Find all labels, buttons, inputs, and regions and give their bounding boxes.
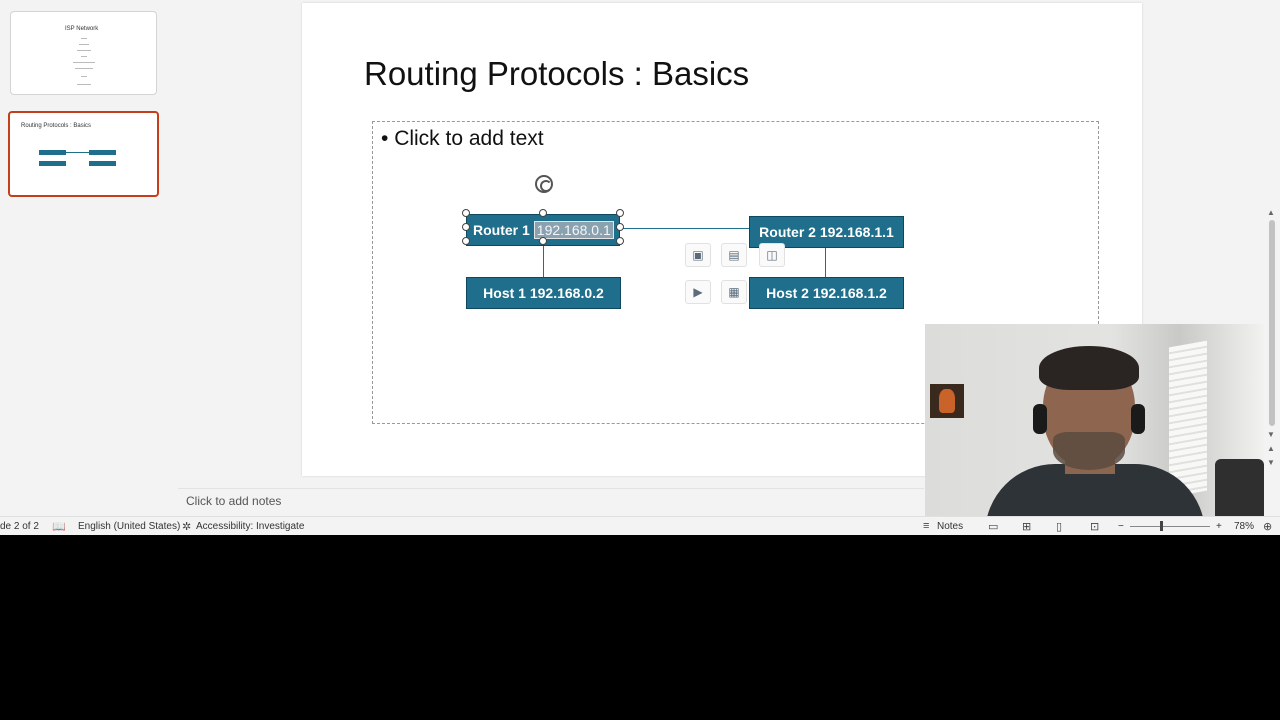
webcam-window-blinds (1169, 340, 1207, 498)
slide-canvas[interactable]: Routing Protocols : Basics • Click to ad… (302, 3, 1142, 476)
slide-title[interactable]: Routing Protocols : Basics (364, 55, 750, 92)
status-bar: de 2 of 2 📖 English (United States) ✲ Ac… (0, 516, 1280, 535)
picture-icon[interactable]: ▣ (685, 243, 711, 267)
powerpoint-window: ISP Network Routing Protocols : Basics R… (0, 0, 1280, 535)
thumbnail-connector (66, 152, 89, 153)
placeholder-text: Click to add text (394, 127, 544, 150)
scrollbar-thumb[interactable] (1269, 220, 1275, 426)
placeholder-bullet[interactable]: • Click to add text (381, 127, 544, 150)
router-2-shape[interactable]: Router 2 192.168.1.1 (749, 216, 904, 248)
thumbnail-shape (39, 161, 66, 166)
webcam-person-hair (1039, 346, 1139, 390)
host-1-shape[interactable]: Host 1 192.168.0.2 (466, 277, 621, 309)
thumbnail-text-line (79, 44, 89, 45)
router-1-label: Router 1 (473, 222, 530, 238)
resize-handle-bottom[interactable] (539, 237, 547, 245)
table-icon[interactable]: ▦ (721, 280, 747, 304)
host-2-shape[interactable]: Host 2 192.168.1.2 (749, 277, 904, 309)
thumbnail-shape (39, 150, 66, 155)
accessibility-status[interactable]: Accessibility: Investigate (196, 521, 305, 532)
zoom-slider-track[interactable] (1130, 526, 1210, 527)
thumbnail-title: Routing Protocols : Basics (21, 123, 92, 129)
thumbnail-text-line (75, 68, 93, 69)
spelling-book-icon[interactable]: 📖 (52, 521, 66, 533)
reading-view-icon[interactable]: ▯ (1056, 521, 1063, 533)
thumbnail-text-line (73, 62, 95, 63)
resize-handle-left[interactable] (462, 223, 470, 231)
rotate-handle-icon[interactable] (535, 175, 553, 193)
fit-to-window-icon[interactable]: ⊕ (1263, 521, 1273, 533)
resize-handle-top[interactable] (539, 209, 547, 217)
headset-left-icon (1033, 404, 1047, 434)
zoom-in-button[interactable]: + (1216, 521, 1222, 532)
slide-thumbnail-1[interactable]: ISP Network (10, 11, 157, 95)
content-placeholder[interactable]: • Click to add text (372, 121, 1099, 424)
slide-counter[interactable]: de 2 of 2 (0, 521, 39, 532)
thumbnail-text-line (77, 50, 91, 51)
webcam-chair (1215, 459, 1264, 516)
webcam-wall-art (930, 384, 964, 418)
connector-router2-host2[interactable] (825, 248, 826, 277)
thumbnail-shape (89, 161, 116, 166)
thumbnail-text-line (77, 84, 91, 85)
previous-slide-icon[interactable]: ▲ (1267, 444, 1275, 453)
normal-view-icon[interactable]: ▭ (988, 521, 999, 533)
zoom-level[interactable]: 78% (1234, 521, 1255, 532)
icons-icon[interactable]: ◫ (759, 243, 785, 267)
slide-thumbnail-pane: ISP Network Routing Protocols : Basics (0, 0, 177, 516)
slide-sorter-icon[interactable]: ⊞ (1022, 521, 1032, 533)
slide-thumbnail-2[interactable]: Routing Protocols : Basics (8, 111, 159, 197)
thumbnail-shape (89, 150, 116, 155)
thumbnail-text-line (81, 56, 87, 57)
language-indicator[interactable]: English (United States) (78, 521, 181, 532)
resize-handle-top-left[interactable] (462, 209, 470, 217)
webcam-overlay (925, 324, 1264, 516)
notes-pane[interactable]: Click to add notes (178, 488, 924, 516)
thumbnail-title: ISP Network (65, 26, 99, 32)
webcam-person-beard (1053, 432, 1125, 470)
zoom-slider-knob[interactable] (1160, 521, 1163, 531)
notes-icon[interactable]: ≡ (923, 520, 930, 532)
resize-handle-bottom-right[interactable] (616, 237, 624, 245)
zoom-out-button[interactable]: − (1118, 521, 1124, 532)
connector-router1-host1[interactable] (543, 246, 544, 277)
scroll-down-icon[interactable]: ▼ (1267, 430, 1275, 439)
thumbnail-text-line (81, 38, 87, 39)
headset-right-icon (1131, 404, 1145, 434)
accessibility-icon[interactable]: ✲ (182, 521, 192, 533)
notes-toggle-button[interactable]: Notes (937, 521, 964, 532)
video-icon[interactable]: ▶ (685, 280, 711, 304)
vertical-scrollbar[interactable]: ▲ ▼ ▲ ▼ (1264, 0, 1280, 516)
next-slide-icon[interactable]: ▼ (1267, 458, 1275, 467)
resize-handle-right[interactable] (616, 223, 624, 231)
resize-handle-top-right[interactable] (616, 209, 624, 217)
slide-show-icon[interactable]: ⊡ (1090, 521, 1100, 533)
thumbnail-text-line (81, 76, 87, 77)
notes-placeholder: Click to add notes (186, 494, 282, 508)
scroll-up-icon[interactable]: ▲ (1267, 208, 1275, 217)
resize-handle-bottom-left[interactable] (462, 237, 470, 245)
connector-router1-router2[interactable] (620, 228, 749, 229)
router-1-ip-selected-text[interactable]: 192.168.0.1 (533, 221, 614, 239)
stock-image-icon[interactable]: ▤ (721, 243, 747, 267)
